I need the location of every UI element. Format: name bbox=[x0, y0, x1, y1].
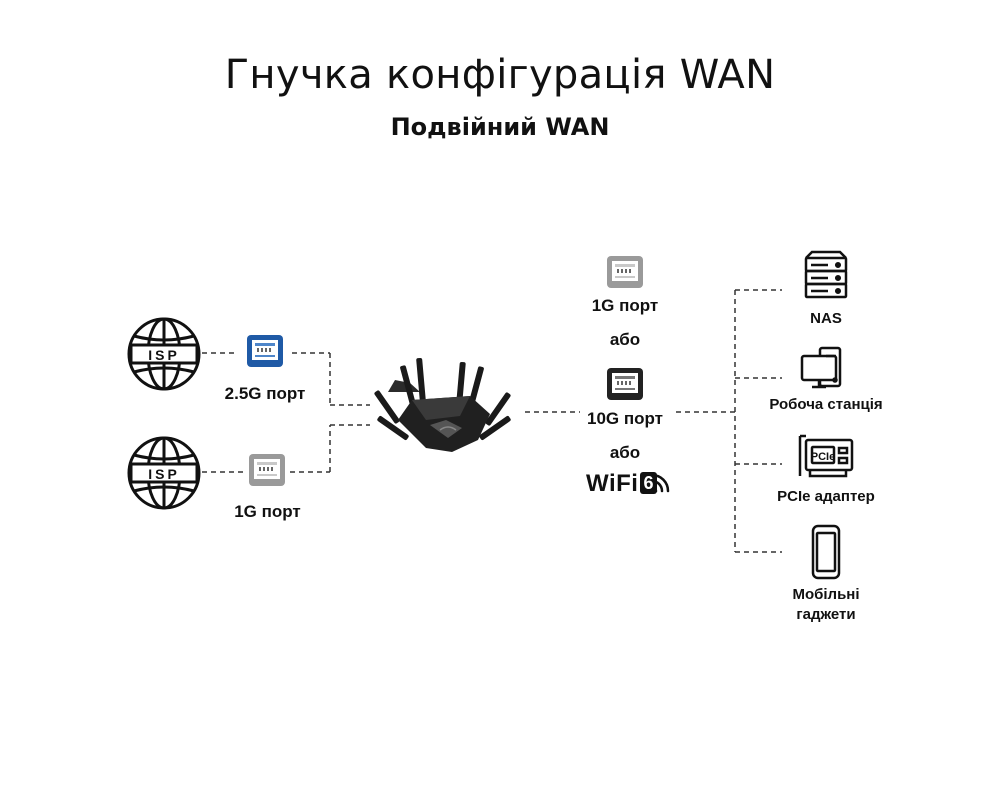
nas-label: NAS bbox=[810, 310, 842, 327]
wan-port-label-1g: 1G порт bbox=[234, 502, 301, 521]
page-subtitle: Подвійний WAN bbox=[390, 113, 610, 141]
pcie-card-label: PCIe bbox=[811, 451, 835, 463]
pcie-adapter-label: PCIe адаптер bbox=[777, 488, 875, 505]
desktop-icon bbox=[800, 346, 842, 389]
ethernet-port-icon-black bbox=[607, 368, 643, 400]
workstation-label: Робоча станція bbox=[769, 396, 883, 413]
isp-globe-icon-2: ISP bbox=[127, 436, 201, 510]
isp-globe-icon-1: ISP bbox=[127, 317, 201, 391]
ethernet-port-icon-gray-lan bbox=[607, 256, 643, 288]
mobile-label-line2: гаджети bbox=[796, 606, 856, 623]
ethernet-port-icon-gray-wan bbox=[249, 454, 285, 486]
smartphone-icon bbox=[811, 524, 841, 580]
mobile-label-line1: Мобільні bbox=[792, 586, 860, 603]
page-title: Гнучка конфігурація WAN bbox=[224, 52, 776, 98]
isp-label-2: ISP bbox=[148, 466, 180, 482]
pcie-card-icon: PCIe bbox=[798, 434, 854, 478]
or-label-2: або bbox=[609, 443, 641, 462]
wan-port-label-2-5g: 2.5G порт bbox=[224, 384, 306, 403]
connection-lines bbox=[202, 289, 782, 553]
isp-label-1: ISP bbox=[148, 347, 180, 363]
server-icon bbox=[804, 250, 848, 299]
ethernet-port-icon-blue bbox=[247, 335, 283, 367]
or-label-1: або bbox=[609, 330, 641, 349]
router-icon bbox=[374, 357, 511, 452]
lan-port-label-1g: 1G порт bbox=[591, 296, 659, 315]
wifi-logo-text: WiFi bbox=[586, 470, 639, 497]
lan-port-label-10g: 10G порт bbox=[587, 409, 663, 428]
wifi-version-badge: 6 bbox=[640, 472, 657, 494]
